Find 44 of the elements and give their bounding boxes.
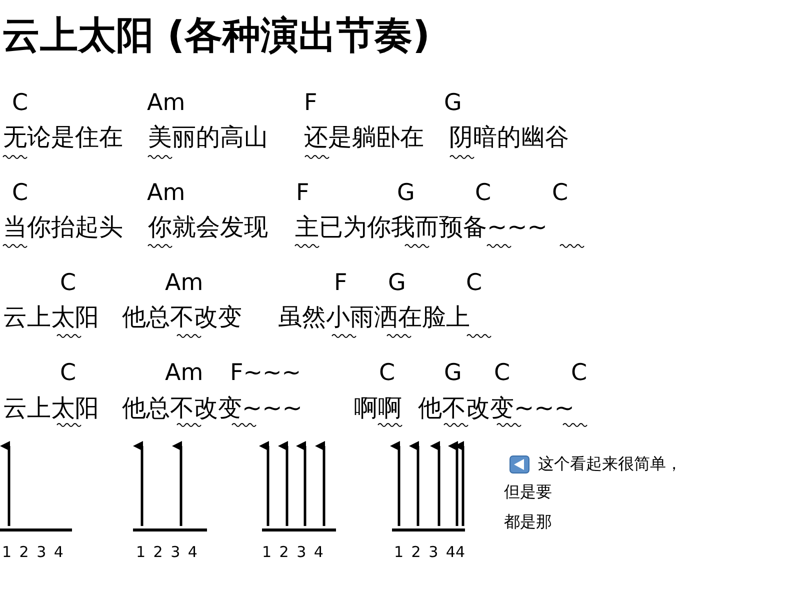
lyric-line: 还是躺卧在 (304, 125, 424, 149)
lyric-line: 主已为你我而预备~~~ (295, 215, 548, 239)
beat-numbers: 1 2 3 4 (2, 545, 64, 560)
chord-name: C (60, 362, 76, 385)
lyric-line: 他总不改变~~~ (122, 396, 302, 420)
chord-name: C (379, 362, 396, 385)
lyric-line: 虽然小雨洒在脸上 (278, 305, 470, 329)
chord-name: F (296, 182, 310, 205)
chord-name: G (388, 272, 406, 295)
note-text: 这个看起来很简单， (538, 456, 682, 472)
chord-name: F (304, 92, 318, 115)
chord-name: C (12, 182, 28, 205)
chord-name: C (571, 362, 588, 385)
lyric-line: 当你抬起头 (3, 215, 123, 239)
lyric-line: 云上太阳 (3, 305, 99, 329)
beat-numbers: 1 2 3 4 (136, 545, 198, 560)
chord-name: C (494, 362, 510, 385)
song-title: 云上太阳 (各种演出节奏) (2, 16, 430, 54)
lyric-line: 无论是住在 (3, 125, 123, 149)
lyric-line: 他不改变~~~ (418, 396, 574, 420)
chord-name: G (444, 362, 462, 385)
chord-name: C (552, 182, 568, 205)
chord-name: G (444, 92, 462, 115)
chord-name: C (12, 92, 28, 115)
note-text: 都是那 (504, 514, 552, 530)
chord-name: C (60, 272, 76, 295)
lyric-line: 啊啊 (354, 396, 402, 420)
beat-numbers: 1 2 3 44 (394, 545, 466, 560)
note-text: 但是要 (504, 484, 552, 500)
chord-name: Am (147, 92, 186, 115)
beat-numbers: 1 2 3 4 (262, 545, 324, 560)
chord-name: C (475, 182, 492, 205)
lyric-line: 美丽的高山 (148, 125, 268, 149)
lyric-line: 阴暗的幽谷 (449, 125, 569, 149)
chord-name: Am (147, 182, 186, 205)
lyric-line: 云上太阳 (3, 396, 99, 420)
chord-name: F~~~ (230, 362, 302, 385)
lyric-line: 你就会发现 (148, 215, 268, 239)
chord-name: Am (165, 272, 204, 295)
chord-name: C (466, 272, 482, 295)
lyric-line: 他总不改变 (122, 305, 242, 329)
chord-name: G (397, 182, 415, 205)
chord-name: F (334, 272, 348, 295)
chord-name: Am (165, 362, 204, 385)
